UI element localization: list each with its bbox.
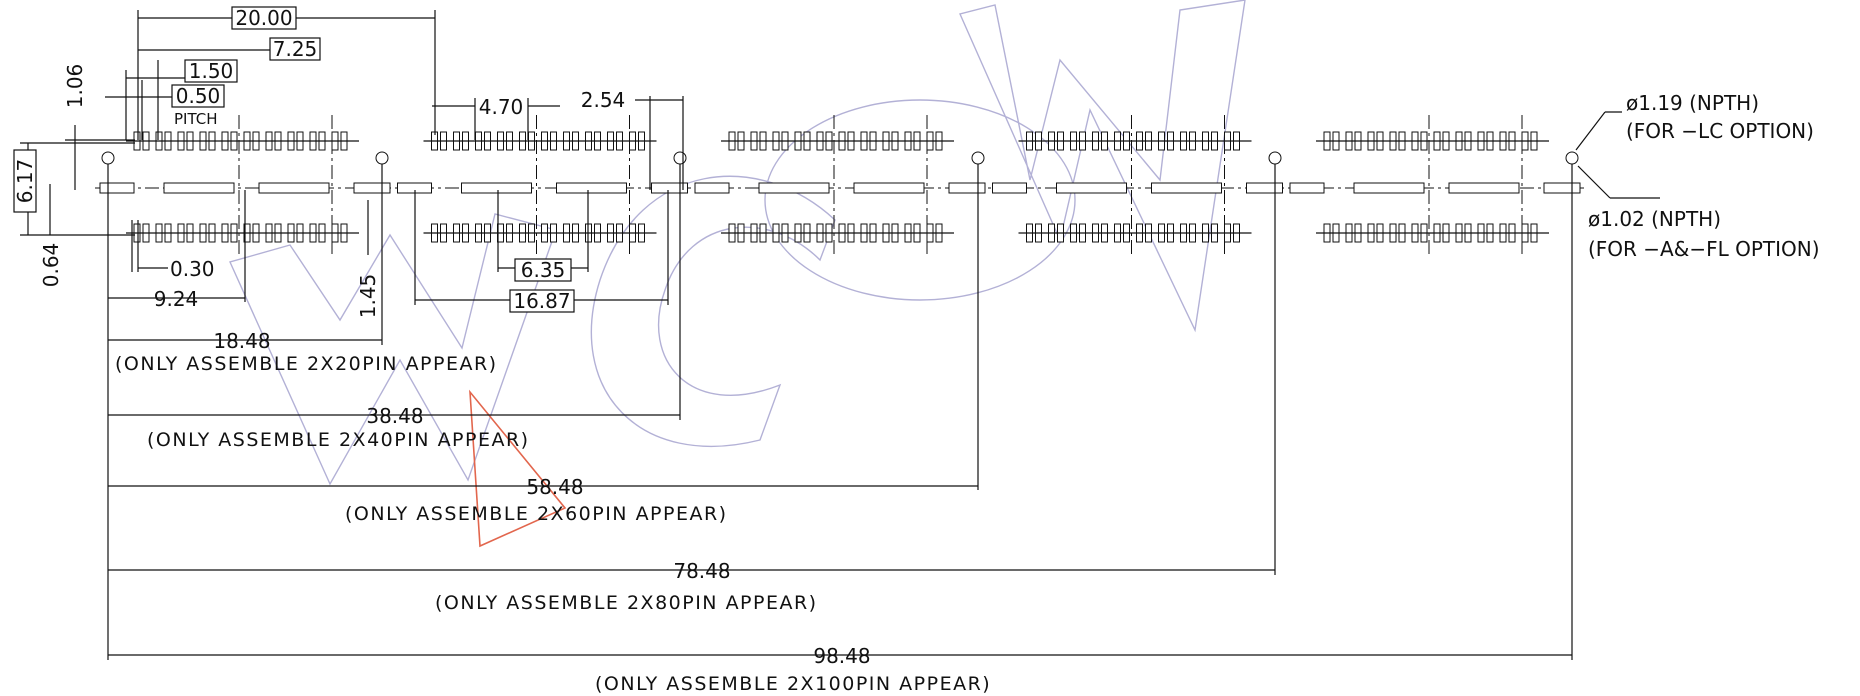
dim-58-48: 58.48 bbox=[526, 475, 583, 499]
alignment-slot bbox=[1448, 182, 1520, 194]
left-dimensions: 1.06 6.17 0.64 0.30 9.24 1.45 bbox=[13, 64, 380, 660]
dim-2-54: 2.54 bbox=[581, 88, 626, 112]
callout-lc-option: (FOR −LC OPTION) bbox=[1626, 119, 1814, 143]
mounting-hole-2 bbox=[375, 151, 389, 165]
overall-dimensions: 18.48 (ONLY ASSEMBLE 2X20PIN APPEAR) 38.… bbox=[108, 164, 1573, 695]
dim-0-64: 0.64 bbox=[39, 243, 63, 288]
mounting-hole-5 bbox=[1268, 151, 1282, 165]
dim-6-35: 6.35 bbox=[521, 258, 566, 282]
dim-0-30: 0.30 bbox=[170, 257, 215, 281]
alignment-slot bbox=[1246, 182, 1283, 194]
dim-9-24: 9.24 bbox=[154, 287, 199, 311]
mounting-hole-1 bbox=[101, 151, 115, 165]
dim-6-17: 6.17 bbox=[13, 159, 37, 204]
dim-7-25: 7.25 bbox=[273, 37, 318, 61]
npth-callouts: ø1.19 (NPTH) (FOR −LC OPTION) ø1.02 (NPT… bbox=[1575, 91, 1820, 261]
alignment-slot bbox=[461, 182, 532, 194]
alignment-slot bbox=[853, 182, 925, 194]
alignment-slot bbox=[694, 182, 730, 194]
alignment-slot bbox=[258, 182, 330, 194]
alignment-slot bbox=[1353, 182, 1425, 194]
note-assemble-2x60: (ONLY ASSEMBLE 2X60PIN APPEAR) bbox=[345, 503, 728, 525]
callout-npth-1-02: ø1.02 (NPTH) bbox=[1588, 207, 1721, 231]
alignment-slot bbox=[99, 182, 135, 194]
top-dimensions: 20.00 7.25 1.50 0.50 PITCH 4.70 2.54 bbox=[105, 6, 684, 190]
dim-1-45: 1.45 bbox=[356, 274, 380, 319]
alignment-slot bbox=[163, 182, 235, 194]
alignment-slot bbox=[992, 182, 1027, 194]
note-assemble-2x20: (ONLY ASSEMBLE 2X20PIN APPEAR) bbox=[115, 353, 498, 375]
dim-4-70: 4.70 bbox=[479, 95, 524, 119]
note-assemble-2x80: (ONLY ASSEMBLE 2X80PIN APPEAR) bbox=[435, 592, 818, 614]
dim-0-50: 0.50 bbox=[176, 84, 221, 108]
pad-pattern bbox=[99, 115, 1581, 255]
alignment-slot bbox=[651, 182, 688, 194]
alignment-slot bbox=[1543, 182, 1581, 194]
alignment-slot bbox=[758, 182, 830, 194]
dim-38-48: 38.48 bbox=[366, 404, 423, 428]
mounting-hole-4 bbox=[971, 151, 985, 165]
callout-npth-1-19: ø1.19 (NPTH) bbox=[1626, 91, 1759, 115]
dim-18-48: 18.48 bbox=[213, 329, 270, 353]
dim-1-50: 1.50 bbox=[189, 59, 234, 83]
dim-20-00: 20.00 bbox=[235, 6, 292, 30]
dim-78-48: 78.48 bbox=[673, 559, 730, 583]
alignment-slot bbox=[353, 182, 391, 194]
pitch-label: PITCH bbox=[174, 110, 218, 128]
dim-16-87: 16.87 bbox=[513, 289, 570, 313]
alignment-slot bbox=[1289, 182, 1325, 194]
mounting-hole-6 bbox=[1565, 151, 1579, 165]
callout-afl-option: (FOR −A&−FL OPTION) bbox=[1588, 237, 1820, 261]
middle-dimensions: 6.35 16.87 bbox=[414, 190, 669, 313]
note-assemble-2x40: (ONLY ASSEMBLE 2X40PIN APPEAR) bbox=[147, 429, 530, 451]
alignment-slot bbox=[1056, 182, 1127, 194]
alignment-slot bbox=[948, 182, 986, 194]
mounting-hole-3 bbox=[673, 151, 687, 165]
dim-1-06: 1.06 bbox=[63, 64, 87, 109]
note-assemble-2x100: (ONLY ASSEMBLE 2X100PIN APPEAR) bbox=[595, 673, 991, 695]
mounting-holes bbox=[101, 151, 1579, 165]
alignment-slot bbox=[1151, 182, 1222, 194]
alignment-slot bbox=[556, 182, 627, 194]
dim-98-48: 98.48 bbox=[813, 644, 870, 668]
